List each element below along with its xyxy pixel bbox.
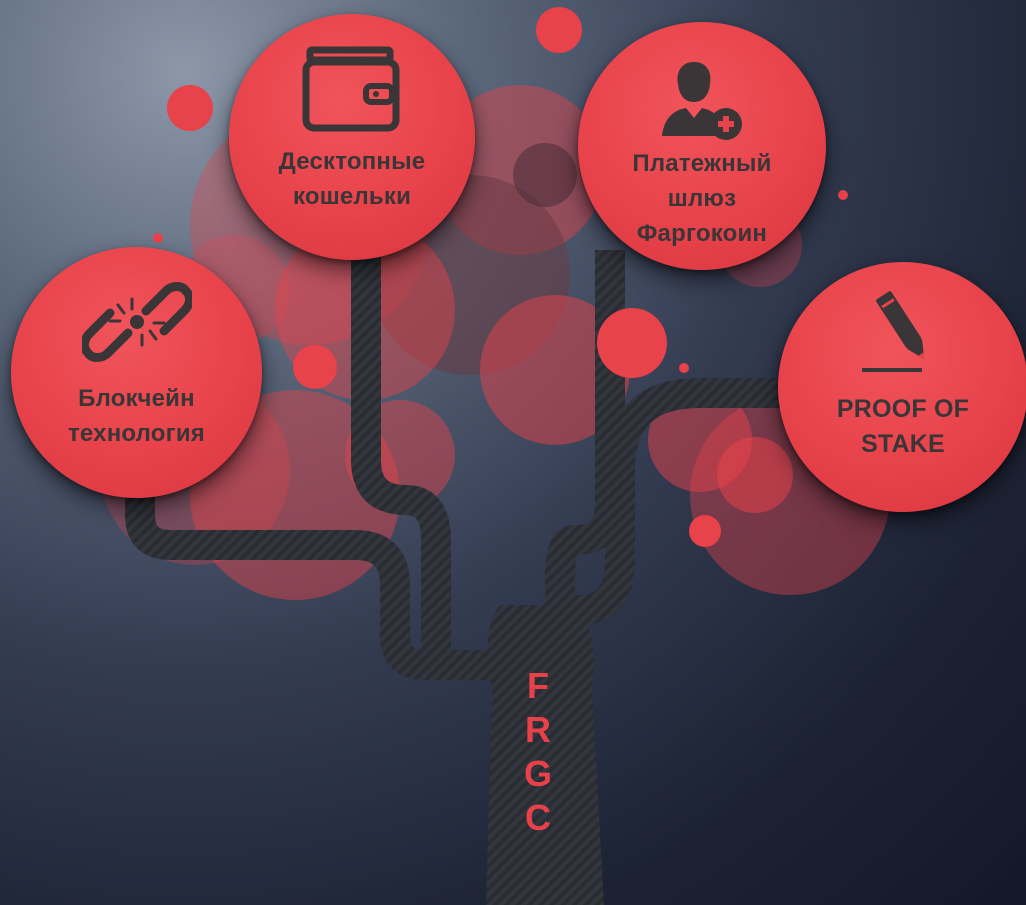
node-label-line: Десктопные (278, 148, 426, 175)
node-label-line: Фаргокоин (636, 220, 768, 247)
user-add-icon (662, 62, 742, 140)
tree-trunk (486, 605, 604, 905)
wallet-icon (302, 46, 400, 132)
node-blockchain-technology: Блокчейн технология (11, 247, 262, 498)
node-label-line: кошельки (292, 183, 412, 210)
node-label-line: PROOF OF (836, 395, 970, 423)
trunk-letter: C (525, 797, 551, 838)
node-label-line: Блокчейн (78, 385, 195, 412)
trunk-letter: R (525, 709, 551, 750)
trunk-letter: G (523, 753, 552, 794)
accent-dot (293, 345, 337, 389)
accent-dot (689, 515, 721, 547)
accent-dot (679, 363, 689, 373)
accent-dot (838, 190, 848, 200)
bokeh-circle (513, 143, 577, 207)
bokeh-circle (717, 437, 793, 513)
accent-dot (597, 308, 667, 378)
node-label: Блокчейн технология (68, 381, 205, 451)
trunk-letter: F (527, 665, 549, 706)
node-label: Платежный шлюз Фаргокоин (632, 146, 771, 251)
node-desktop-wallets: Десктопные кошельки (229, 14, 475, 260)
node-payment-gateway: Платежный шлюз Фаргокоин (578, 22, 826, 270)
trunk-label: F R G C (510, 664, 566, 840)
tree-branches (125, 250, 785, 680)
node-label-line: Платежный (632, 150, 772, 177)
accent-dots (153, 7, 848, 547)
accent-dot (153, 233, 163, 243)
node-proof-of-stake: PROOF OF STAKE (778, 262, 1026, 512)
broken-link-icon (81, 282, 192, 362)
accent-dot (167, 85, 213, 131)
node-label: Десктопные кошельки (279, 144, 426, 214)
node-label: PROOF OF STAKE (837, 392, 969, 462)
node-label-line: шлюз (667, 185, 737, 212)
bokeh-circle (480, 295, 630, 445)
pencil-sign-icon (862, 291, 925, 372)
accent-dot (536, 7, 582, 53)
node-label-line: технология (67, 420, 206, 447)
node-label-line: STAKE (861, 430, 945, 458)
